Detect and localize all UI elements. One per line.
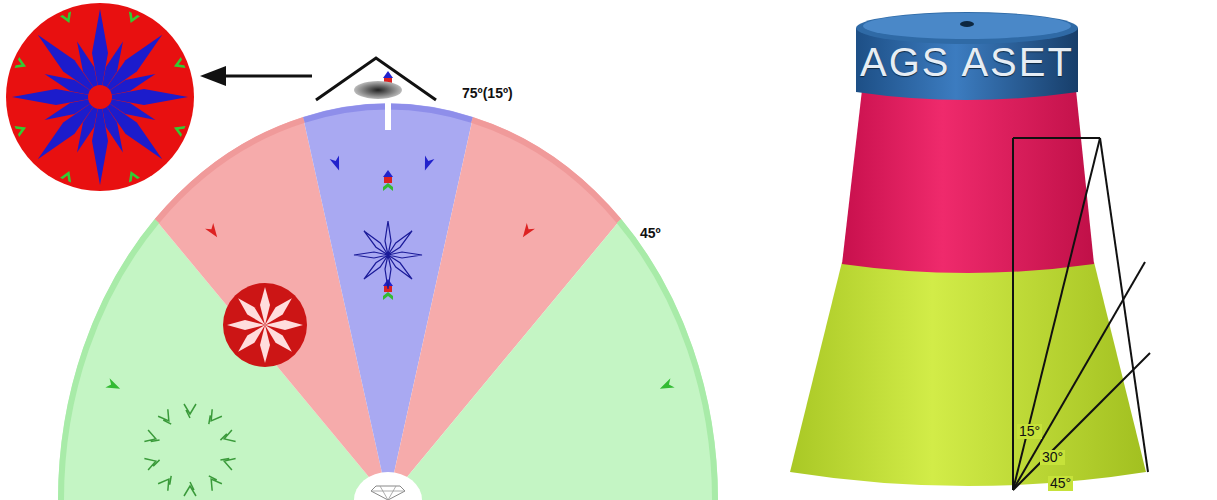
tool-cap-label: AGS ASET [854, 34, 1080, 91]
angle-label: 45º [640, 226, 661, 241]
angle-label: 75º(15º) [462, 86, 513, 101]
angle-label: 30° [1040, 450, 1065, 465]
engraved-text: AGS ASET [860, 40, 1074, 85]
angle-label: 15° [1017, 424, 1042, 439]
angle-label: 45° [1048, 476, 1073, 491]
